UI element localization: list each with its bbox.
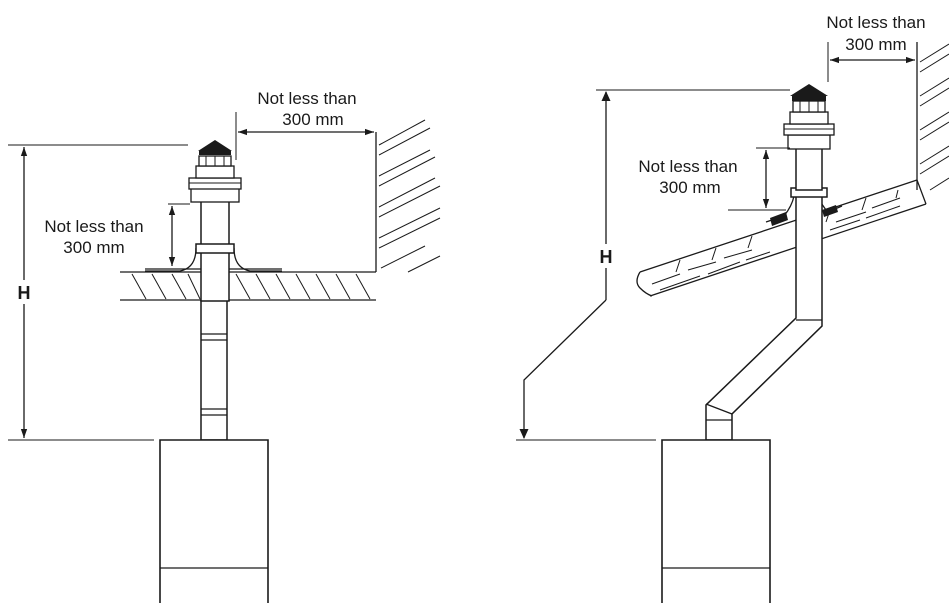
pitched-roof-height-label: H	[600, 247, 613, 267]
pitched-roof-height-dimension: H	[516, 89, 790, 441]
flat-roof-height-label: H	[18, 283, 31, 303]
pitched-roof-side-clearance-line2: 300 mm	[845, 35, 906, 54]
pitched-roof-top-clearance-line2: 300 mm	[659, 178, 720, 197]
pitched-roof-top-clearance: Not less than 300 mm	[638, 147, 790, 211]
flat-roof-side-clearance-line1: Not less than	[257, 89, 356, 108]
flat-roof-top-clearance: Not less than 300 mm	[44, 203, 190, 266]
pitched-roof-installation: H Not less than 300 mm Not less than 300…	[516, 13, 949, 603]
flat-roof-installation: H Not less than 300 mm Not less than 300…	[8, 89, 441, 603]
flat-roof-top-clearance-line1: Not less than	[44, 217, 143, 236]
pitched-roof-flue-pipe	[705, 147, 828, 441]
pitched-roof-terminal	[783, 84, 835, 150]
pitched-roof-wall	[916, 42, 949, 191]
flat-roof-wall	[375, 119, 441, 273]
flat-roof-terminal	[188, 140, 242, 203]
flat-roof-side-clearance: Not less than 300 mm	[235, 89, 374, 160]
flat-roof-side-clearance-line2: 300 mm	[282, 110, 343, 129]
flat-roof-slab	[120, 271, 376, 301]
flat-roof-height-dimension: H	[8, 144, 188, 441]
pitched-roof-top-clearance-line1: Not less than	[638, 157, 737, 176]
flat-roof-top-clearance-line2: 300 mm	[63, 238, 124, 257]
pitched-roof-flashing	[765, 195, 843, 226]
pitched-roof-side-clearance: Not less than 300 mm	[826, 13, 926, 82]
flat-roof-boiler	[159, 439, 269, 603]
flat-roof-flue-pipe	[195, 200, 235, 441]
pitched-roof-boiler	[661, 439, 771, 603]
pitched-roof-surface	[636, 179, 927, 297]
pitched-roof-side-clearance-line1: Not less than	[826, 13, 925, 32]
